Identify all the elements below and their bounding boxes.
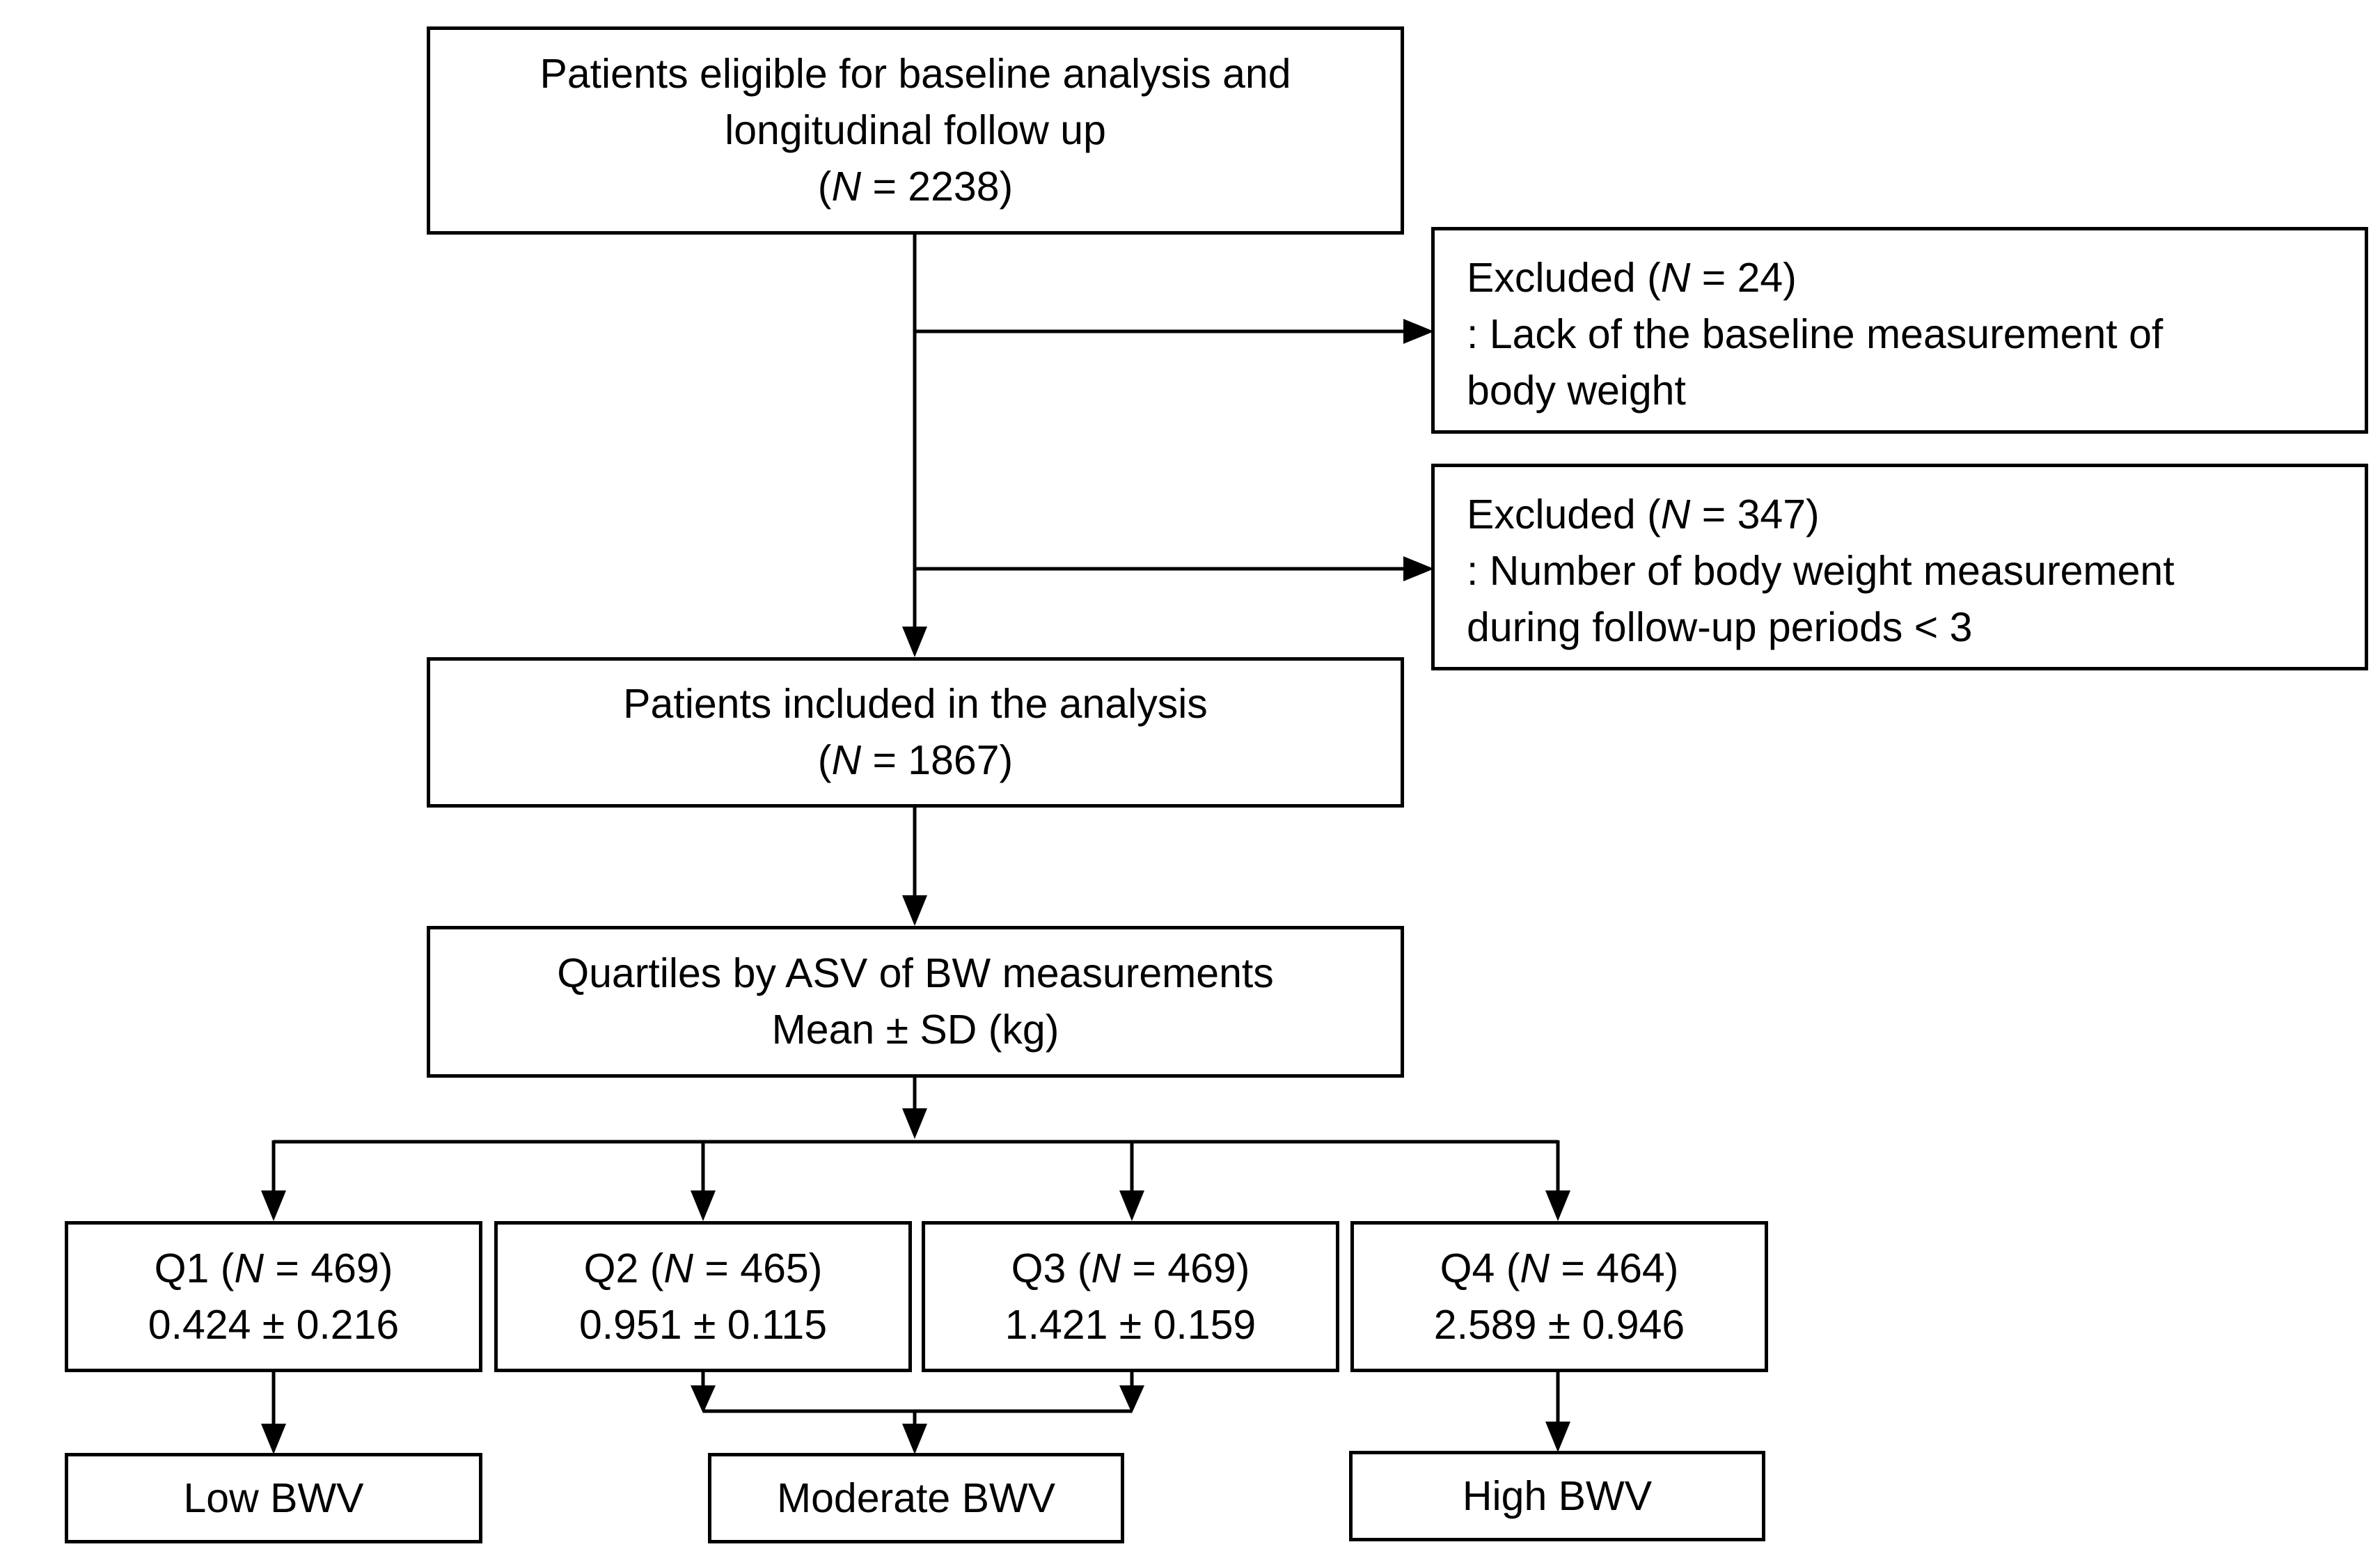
- arrowhead-q3-join: [1119, 1385, 1144, 1413]
- excluded-1-reason-line-2: body weight: [1467, 368, 1686, 414]
- q4-label: Q4 (N = 464): [1440, 1245, 1679, 1291]
- low-bwv-label: Low BWV: [183, 1474, 364, 1521]
- included-count: (N = 1867): [817, 737, 1014, 783]
- quartiles-line-2: Mean ± SD (kg): [771, 1007, 1059, 1053]
- n-symbol: N: [831, 164, 862, 210]
- quartile-box-q3: Q3 (N = 469) 1.421 ± 0.159: [922, 1221, 1339, 1372]
- arrowhead-moderate: [902, 1424, 927, 1454]
- excluded-2-heading: Excluded (N = 347): [1467, 491, 1820, 537]
- moderate-bwv-label: Moderate BWV: [776, 1474, 1056, 1521]
- q1-label: Q1 (N = 469): [154, 1245, 393, 1291]
- arrowhead-q4: [1545, 1190, 1570, 1221]
- excluded-2-reason-line-2: during follow-up periods < 3: [1467, 604, 1973, 650]
- arrowhead-q2: [691, 1190, 716, 1221]
- q2-label: Q2 (N = 465): [583, 1245, 823, 1291]
- included-line-1: Patients included in the analysis: [623, 681, 1208, 727]
- low-bwv-box: Low BWV: [65, 1453, 482, 1543]
- high-bwv-label: High BWV: [1462, 1472, 1653, 1519]
- q3-label: Q3 (N = 469): [1011, 1245, 1250, 1291]
- arrowhead-low: [261, 1424, 286, 1454]
- eligible-patients-box: Patients eligible for baseline analysis …: [427, 26, 1404, 235]
- arrowhead-excluded-2: [1403, 556, 1434, 581]
- excluded-2-reason-line-1: : Number of body weight measurement: [1467, 548, 2175, 594]
- arrowhead-quartiles: [902, 895, 927, 926]
- quartiles-box: Quartiles by ASV of BW measurements Mean…: [427, 926, 1404, 1078]
- q1-stats: 0.424 ± 0.216: [148, 1301, 400, 1348]
- q3-stats: 1.421 ± 0.159: [1004, 1301, 1256, 1348]
- included-patients-box: Patients included in the analysis (N = 1…: [427, 657, 1404, 808]
- arrowhead-q1: [261, 1190, 286, 1221]
- q4-stats: 2.589 ± 0.946: [1433, 1301, 1685, 1348]
- n-symbol: N: [831, 737, 862, 783]
- n-symbol: N: [1660, 255, 1691, 301]
- quartile-box-q1: Q1 (N = 469) 0.424 ± 0.216: [65, 1221, 482, 1372]
- quartiles-line-1: Quartiles by ASV of BW measurements: [557, 950, 1274, 996]
- arrowhead-q3: [1119, 1190, 1144, 1221]
- excluded-box-1: Excluded (N = 24) : Lack of the baseline…: [1431, 227, 2368, 434]
- n-symbol: N: [234, 1245, 265, 1291]
- arrowhead-split: [902, 1108, 927, 1139]
- high-bwv-box: High BWV: [1349, 1451, 1765, 1541]
- n-symbol: N: [1520, 1245, 1550, 1291]
- n-symbol: N: [1091, 1245, 1121, 1291]
- eligible-line-2: longitudinal follow up: [725, 107, 1106, 153]
- moderate-bwv-box: Moderate BWV: [708, 1453, 1124, 1543]
- excluded-1-heading: Excluded (N = 24): [1467, 255, 1797, 301]
- quartile-box-q2: Q2 (N = 465) 0.951 ± 0.115: [494, 1221, 912, 1372]
- n-symbol: N: [1660, 491, 1691, 537]
- arrowhead-high: [1545, 1422, 1570, 1452]
- arrowhead-q2-join: [691, 1385, 716, 1413]
- eligible-line-1: Patients eligible for baseline analysis …: [539, 51, 1291, 97]
- q2-stats: 0.951 ± 0.115: [578, 1301, 828, 1348]
- arrowhead-included: [902, 627, 927, 657]
- excluded-1-reason-line-1: : Lack of the baseline measurement of: [1467, 311, 2164, 357]
- arrowhead-excluded-1: [1403, 319, 1434, 344]
- n-symbol: N: [663, 1245, 694, 1291]
- eligible-count: (N = 2238): [817, 164, 1014, 210]
- quartile-box-q4: Q4 (N = 464) 2.589 ± 0.946: [1350, 1221, 1768, 1372]
- excluded-box-2: Excluded (N = 347) : Number of body weig…: [1431, 464, 2368, 670]
